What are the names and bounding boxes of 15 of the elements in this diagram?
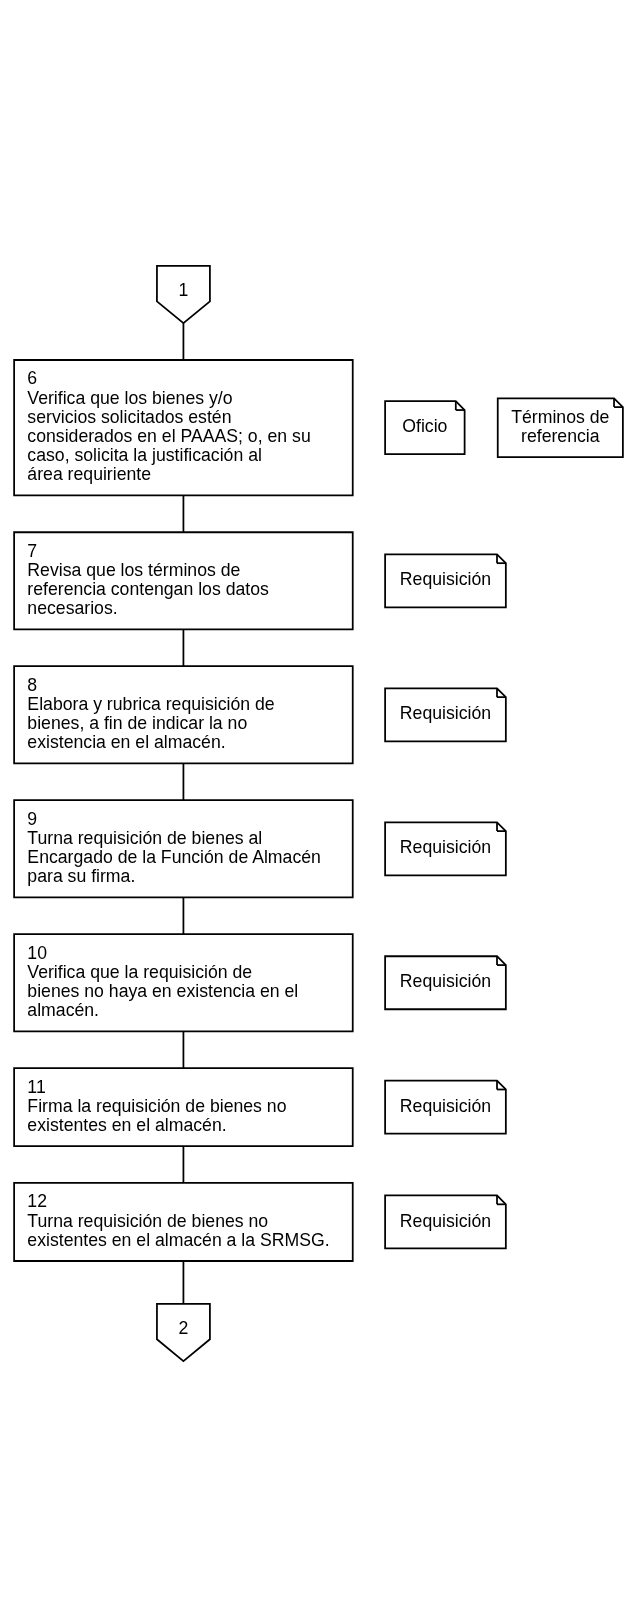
connector [182,896,185,935]
connector [182,494,185,533]
node-box: 11 Firma la requisición de bienes no existentes en el almacén. [13,1066,354,1147]
connector [182,1030,185,1069]
node-box: 10 Verifica que la requisición de bienes no haya en existencia en el almacén. [13,932,354,1032]
node-box: 8 Elabora y rubrica requisición de bienes, a fin de indicar la no existencia en el almacén. [13,664,354,764]
node-box: 9 Turna requisición de bienes al Encargado de la Función de Almacén para su firma. [13,798,354,898]
connector [182,1259,185,1304]
node-box: 12 Turna requisición de bienes no existentes en el almacén a la SRMSG. [13,1181,354,1262]
connector [182,321,185,361]
node-box: 7 Revisa que los términos de referencia contengan los datos necesarios. [13,530,354,630]
node-box: 6 Verifica que los bienes y/o servicios solicitados estén considerados en el PAAAS; o, en su caso, solicita la justificación al área requiriente [13,358,354,496]
connector [182,1145,185,1184]
connector [182,628,185,667]
connector [182,762,185,801]
